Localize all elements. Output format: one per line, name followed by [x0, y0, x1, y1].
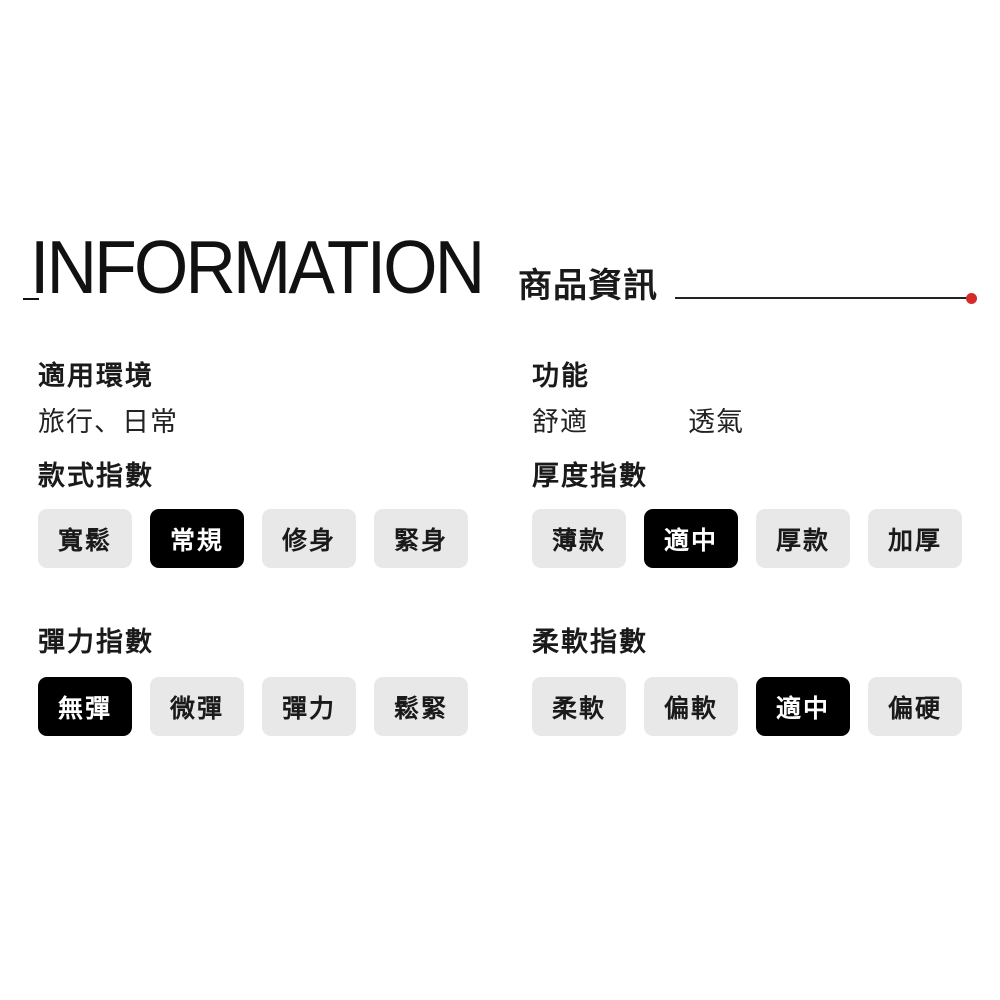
thickness-option-thick[interactable]: 厚款: [756, 509, 850, 568]
fit-option-loose[interactable]: 寬鬆: [38, 509, 132, 568]
fit-index-label: 款式指數: [38, 461, 154, 492]
fit-index-options: 寬鬆 常規 修身 緊身: [38, 509, 468, 568]
title-divider-line: [675, 297, 970, 299]
red-dot-icon: [966, 293, 977, 304]
softness-section: 柔軟指數: [532, 627, 972, 659]
softness-index-label: 柔軟指數: [532, 627, 648, 658]
fit-option-slim[interactable]: 修身: [262, 509, 356, 568]
page-title: INFORMATION: [30, 225, 485, 309]
thickness-option-medium[interactable]: 適中: [644, 509, 738, 568]
elasticity-index-options: 無彈 微彈 彈力 鬆緊: [38, 677, 468, 736]
fit-option-tight[interactable]: 緊身: [374, 509, 468, 568]
function-value-comfort: 舒適: [532, 407, 588, 438]
softness-index-options: 柔軟 偏軟 適中 偏硬: [532, 677, 962, 736]
elasticity-option-stretch[interactable]: 彈力: [262, 677, 356, 736]
function-section: 功能 舒適 透氣 厚度指數: [532, 361, 972, 493]
environment-value: 旅行、日常: [38, 407, 178, 438]
softness-option-medium[interactable]: 適中: [756, 677, 850, 736]
environment-label: 適用環境: [38, 361, 154, 392]
info-header: INFORMATION 商品資訊: [0, 230, 1000, 320]
environment-section: 適用環境 旅行、日常 款式指數: [38, 361, 478, 493]
thickness-option-extra-thick[interactable]: 加厚: [868, 509, 962, 568]
thickness-index-label: 厚度指數: [532, 461, 648, 492]
elasticity-section: 彈力指數: [38, 627, 478, 659]
page-subtitle: 商品資訊: [518, 266, 658, 306]
title-base-tick: [23, 298, 39, 300]
softness-option-soft[interactable]: 柔軟: [532, 677, 626, 736]
fit-option-regular[interactable]: 常規: [150, 509, 244, 568]
elasticity-option-none[interactable]: 無彈: [38, 677, 132, 736]
function-value-breathable: 透氣: [688, 407, 744, 438]
softness-option-slightly-hard[interactable]: 偏硬: [868, 677, 962, 736]
elasticity-index-label: 彈力指數: [38, 627, 154, 658]
thickness-option-thin[interactable]: 薄款: [532, 509, 626, 568]
function-label: 功能: [532, 361, 590, 392]
function-values: 舒適 透氣: [532, 407, 972, 439]
elasticity-option-slight[interactable]: 微彈: [150, 677, 244, 736]
softness-option-slightly-soft[interactable]: 偏軟: [644, 677, 738, 736]
environment-values: 旅行、日常: [38, 407, 478, 439]
thickness-index-options: 薄款 適中 厚款 加厚: [532, 509, 962, 568]
elasticity-option-elastic-band[interactable]: 鬆緊: [374, 677, 468, 736]
